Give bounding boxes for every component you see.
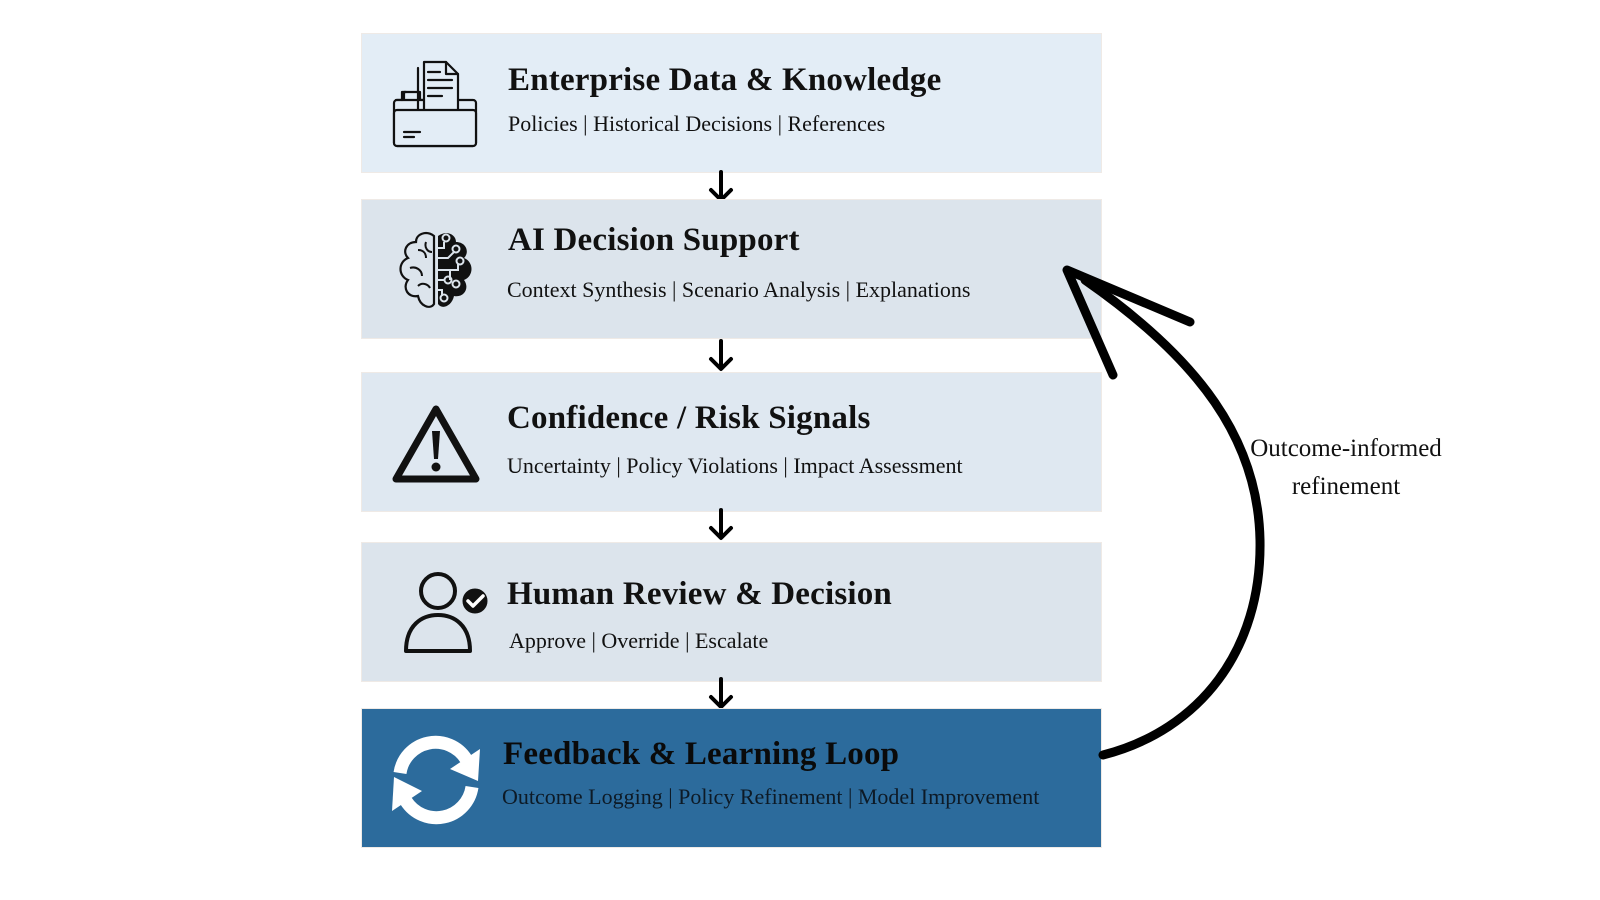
arrow-down-icon bbox=[709, 339, 733, 371]
layer-subtitle: Outcome Logging | Policy Refinement | Mo… bbox=[502, 784, 1040, 809]
layer-title: Human Review & Decision bbox=[507, 576, 892, 612]
layer-subtitle: Context Synthesis | Scenario Analysis | … bbox=[507, 277, 971, 302]
brain-circuit-icon bbox=[399, 232, 472, 308]
refresh-cycle-icon bbox=[392, 735, 480, 825]
arrow-down-icon bbox=[709, 170, 733, 202]
layer-title: Feedback & Learning Loop bbox=[503, 736, 900, 772]
layer-ai-decision-support: AI Decision Support Context Synthesis | … bbox=[362, 200, 1101, 338]
layer-confidence-risk: Confidence / Risk Signals Uncertainty | … bbox=[362, 373, 1101, 511]
user-check-icon bbox=[404, 572, 490, 653]
label-line-2: refinement bbox=[1291, 473, 1401, 500]
label-line-1: Outcome-informed bbox=[1250, 435, 1442, 462]
layer-subtitle: Policies | Historical Decisions | Refere… bbox=[508, 111, 886, 136]
layer-subtitle: Approve | Override | Escalate bbox=[509, 628, 769, 653]
folder-document-icon bbox=[392, 60, 478, 148]
layer-title: Enterprise Data & Knowledge bbox=[508, 62, 942, 98]
arrow-down-icon bbox=[709, 677, 733, 709]
feedback-arrow-label: Outcome-informed refinement bbox=[1236, 430, 1456, 506]
layer-enterprise-data: Enterprise Data & Knowledge Policies | H… bbox=[362, 34, 1101, 172]
warning-triangle-icon bbox=[392, 405, 480, 483]
arrow-down-icon bbox=[709, 508, 733, 540]
layer-feedback-loop: Feedback & Learning Loop Outcome Logging… bbox=[362, 709, 1101, 847]
layer-title: Confidence / Risk Signals bbox=[507, 400, 871, 436]
layer-human-review: Human Review & Decision Approve | Overri… bbox=[362, 543, 1101, 681]
layer-title: AI Decision Support bbox=[508, 222, 800, 258]
layer-subtitle: Uncertainty | Policy Violations | Impact… bbox=[507, 453, 963, 478]
